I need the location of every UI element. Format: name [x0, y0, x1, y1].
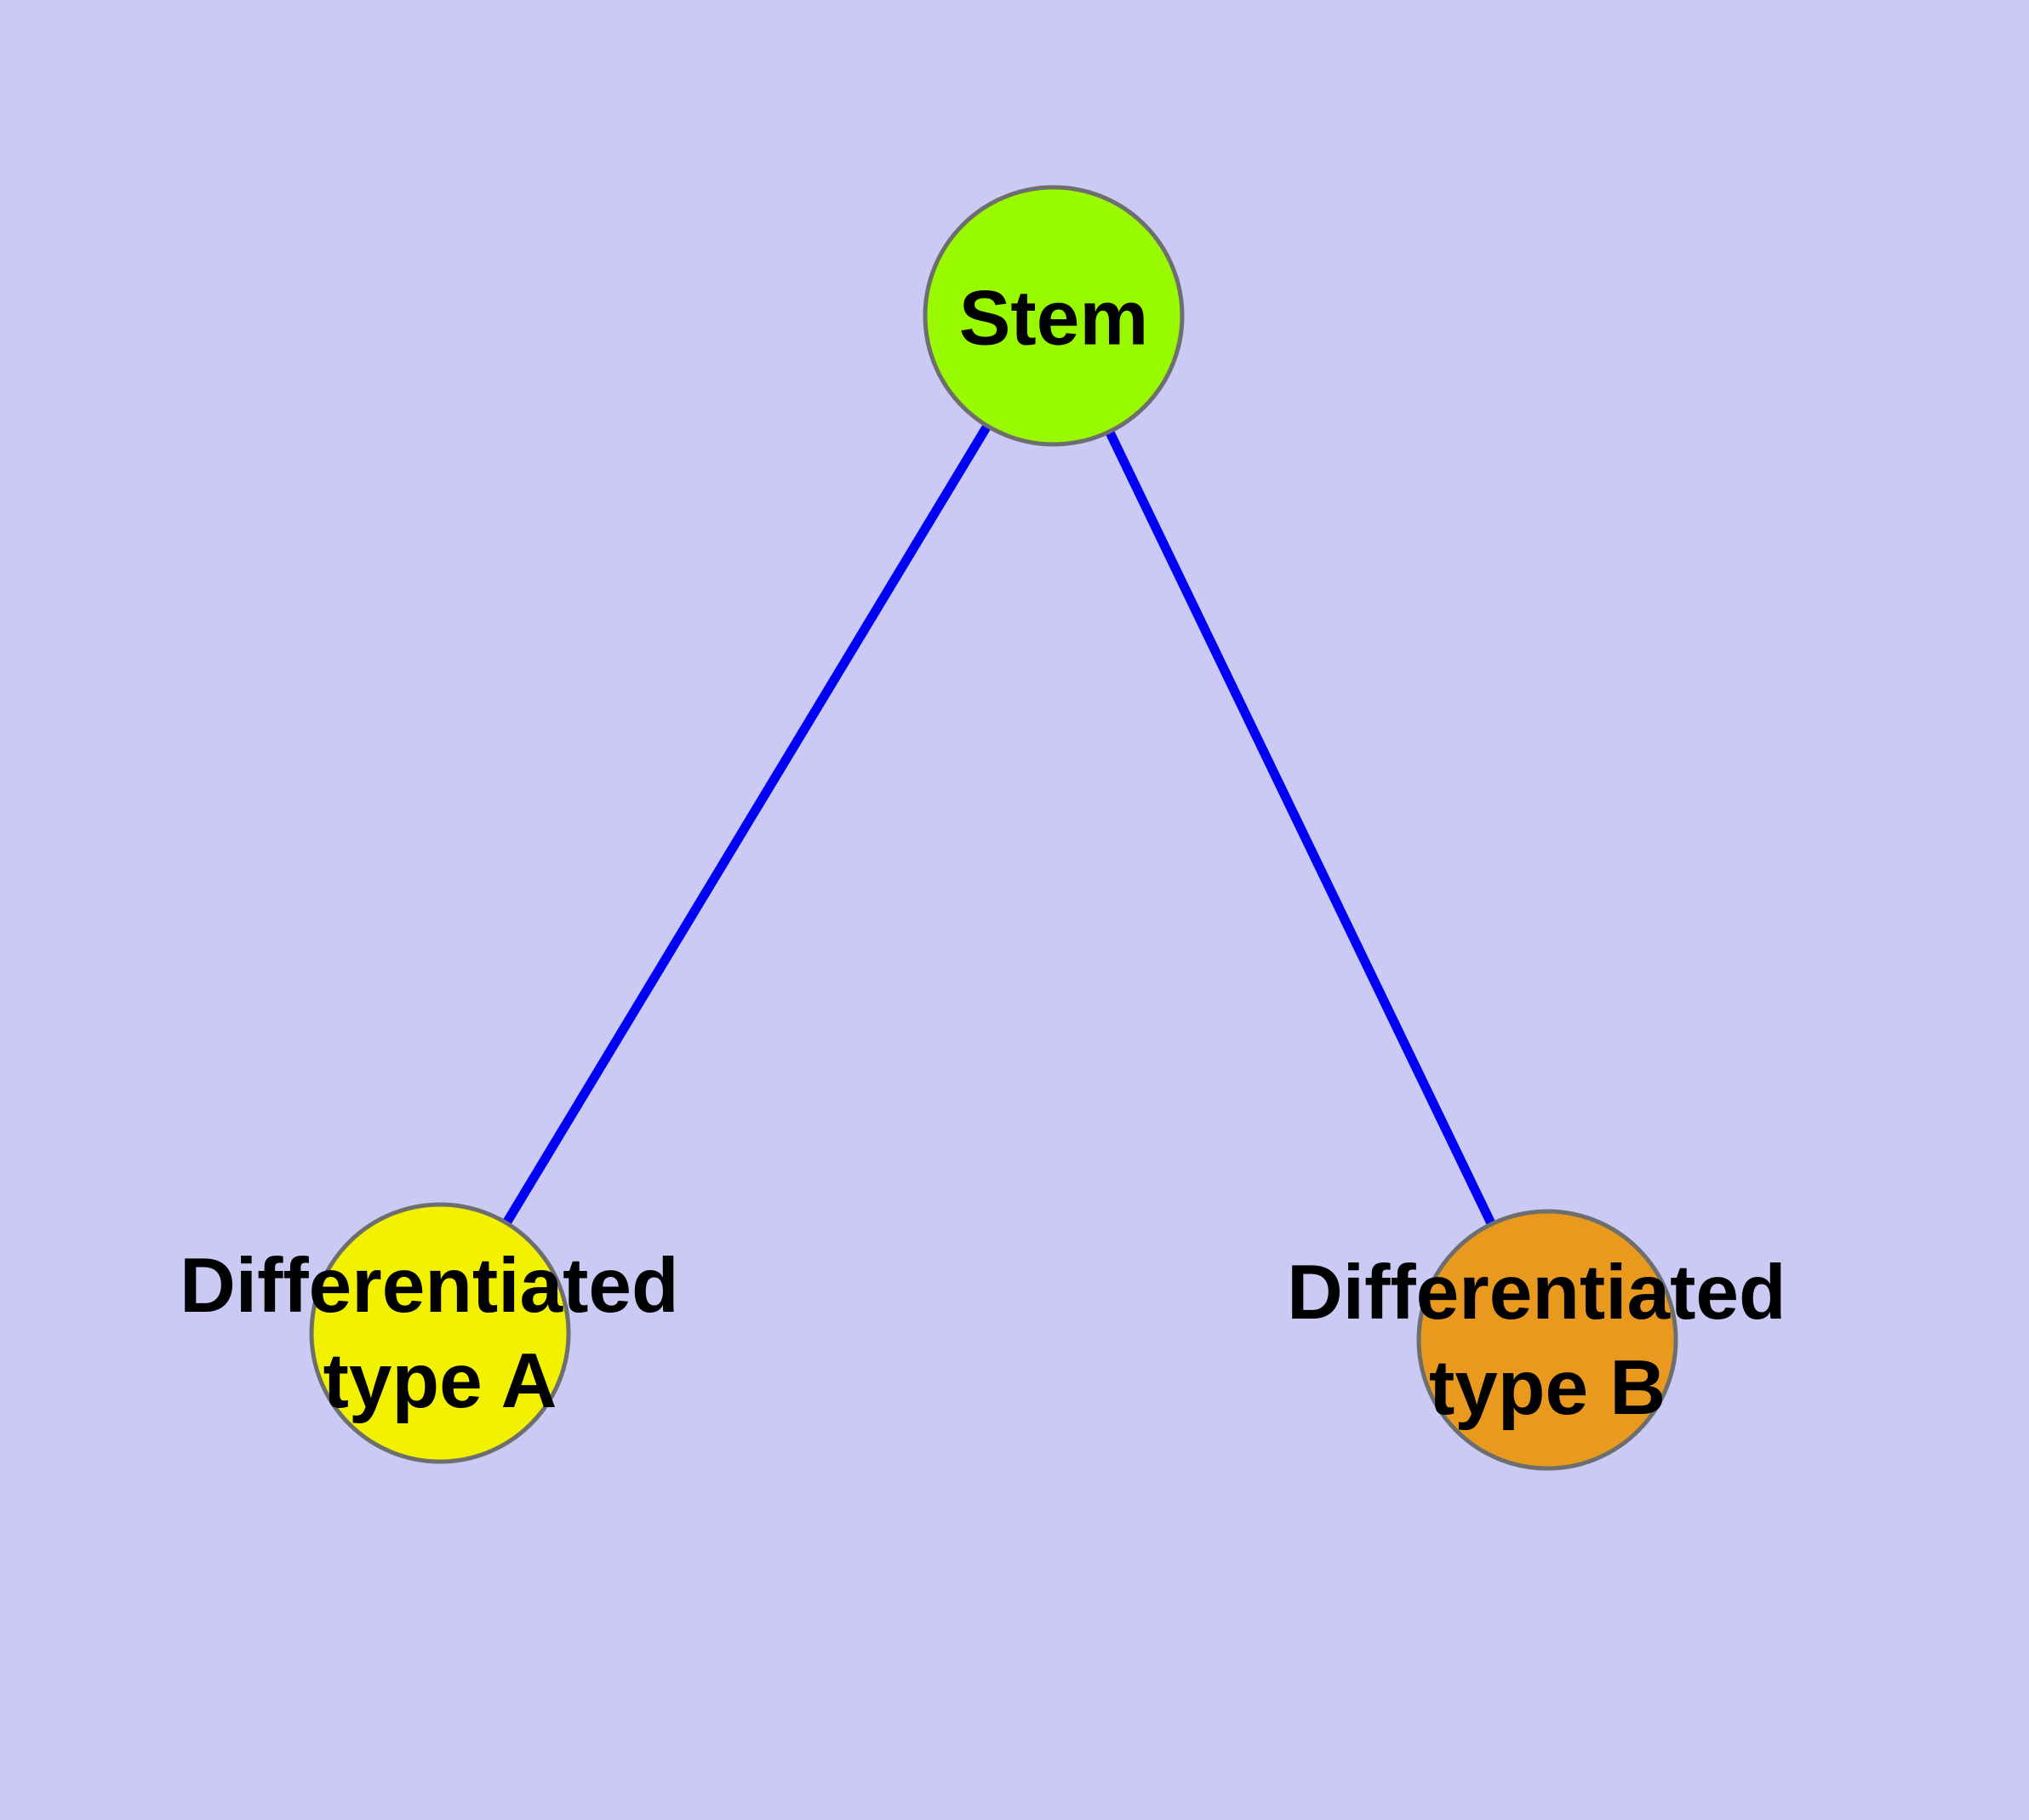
node-differentiated-type-b-label: Differentiated type B — [1287, 1250, 1808, 1431]
edge-stem-to-type-b — [1049, 313, 1552, 1342]
node-differentiated-type-b — [1416, 1209, 1678, 1471]
node-stem-label: Stem — [959, 276, 1149, 362]
node-differentiated-type-a-label-line1: Differentiated — [180, 1243, 679, 1329]
node-differentiated-type-b-label-line1: Differentiated — [1287, 1250, 1786, 1336]
node-differentiated-type-b-label-line2: type B — [1429, 1345, 1666, 1431]
node-differentiated-type-a — [309, 1202, 571, 1464]
node-stem — [923, 185, 1185, 447]
edge-stem-to-type-a — [436, 313, 1058, 1336]
node-differentiated-type-a-label: Differentiated type A — [180, 1243, 700, 1424]
node-differentiated-type-a-label-line2: type A — [323, 1338, 557, 1424]
